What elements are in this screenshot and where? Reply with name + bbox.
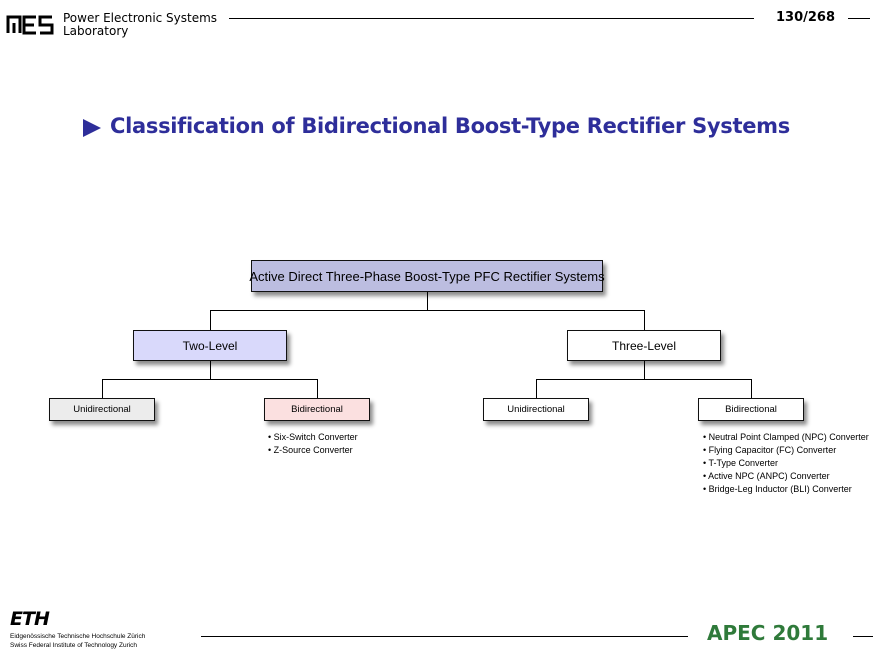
list-item: Flying Capacitor (FC) Converter — [703, 444, 869, 457]
three-level-node: Three-Level — [567, 330, 721, 361]
list-item: T-Type Converter — [703, 457, 869, 470]
eth-logo: ETH — [10, 608, 50, 630]
footer-rule-left — [201, 636, 688, 637]
slide-title: Classification of Bidirectional Boost-Ty… — [110, 114, 790, 138]
conference-name: APEC — [707, 621, 766, 645]
header-rule-left — [229, 18, 754, 19]
node-label: Unidirectional — [507, 404, 565, 415]
list-item: Six-Switch Converter — [268, 431, 358, 444]
lab-name: Power Electronic Systems Laboratory — [63, 12, 217, 38]
two-level-node: Two-Level — [133, 330, 287, 361]
list-item: Active NPC (ANPC) Converter — [703, 470, 869, 483]
triangle-right-icon — [83, 119, 101, 137]
two-level-bidirectional-list: Six-Switch Converter Z-Source Converter — [268, 431, 358, 457]
three-level-label: Three-Level — [611, 338, 677, 353]
three-level-unidirectional-node: Unidirectional — [483, 398, 589, 421]
node-label: Unidirectional — [73, 404, 131, 415]
three-level-bidirectional-node: Bidirectional — [698, 398, 804, 421]
header-rule-right — [848, 18, 870, 19]
conference-year: 2011 — [772, 621, 829, 645]
eth-line1: Eidgenössische Technische Hochschule Zür… — [10, 633, 146, 640]
lab-name-line2: Laboratory — [63, 24, 129, 38]
eth-line2: Swiss Federal Institute of Technology Zu… — [10, 642, 138, 649]
two-level-label: Two-Level — [182, 338, 238, 353]
list-item: Z-Source Converter — [268, 444, 358, 457]
three-level-bidirectional-list: Neutral Point Clamped (NPC) Converter Fl… — [703, 431, 869, 496]
page-number: 130/268 — [776, 10, 836, 25]
footer-rule-right — [853, 636, 873, 637]
lab-name-line1: Power Electronic Systems — [63, 11, 218, 25]
list-item: Bridge-Leg Inductor (BLI) Converter — [703, 483, 869, 496]
node-label: Bidirectional — [291, 404, 343, 415]
node-label: Bidirectional — [725, 404, 777, 415]
apec-logo: APEC 2011 — [707, 621, 828, 645]
root-node: Active Direct Three-Phase Boost-Type PFC… — [249, 260, 605, 292]
eth-institution: Eidgenössische Technische Hochschule Zür… — [10, 632, 145, 650]
list-item: Neutral Point Clamped (NPC) Converter — [703, 431, 869, 444]
two-level-bidirectional-node: Bidirectional — [264, 398, 370, 421]
two-level-unidirectional-node: Unidirectional — [49, 398, 155, 421]
pes-logo-icon — [6, 15, 54, 35]
root-node-label: Active Direct Three-Phase Boost-Type PFC… — [249, 268, 605, 284]
